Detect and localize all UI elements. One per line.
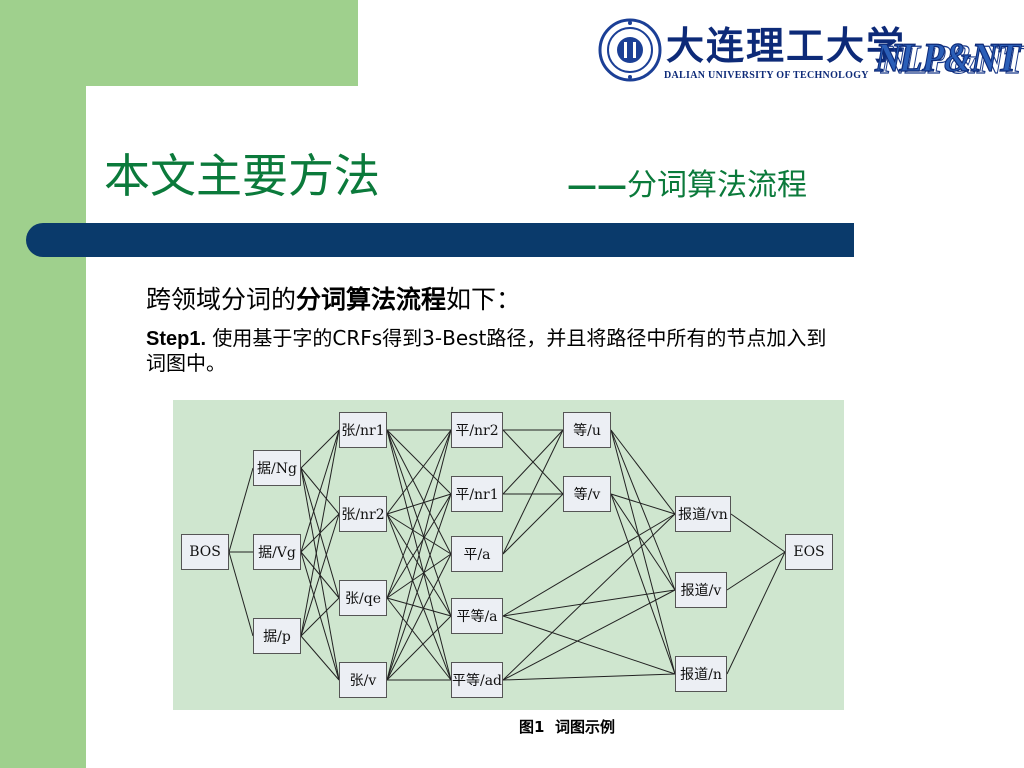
- university-name-en: DALIAN UNIVERSITY OF TECHNOLOGY: [664, 70, 869, 81]
- edge-zhang_nr1-ping_a: [386, 429, 452, 555]
- node-zhang-qe: 张/qe: [339, 580, 387, 616]
- lattice-edges: [228, 429, 786, 681]
- edge-zhang_qe-ping_a: [386, 553, 452, 599]
- edge-ju_p-zhang_nr2: [300, 513, 340, 637]
- subtitle-dash: ——: [567, 168, 627, 203]
- node-ping-nr2: 平/nr2: [451, 412, 503, 448]
- node-baodao-v: 报道/v: [675, 572, 727, 608]
- word-lattice-diagram: BOS 据/Ng 据/Vg 据/p 张/nr1 张/nr2 张/qe 张/v 平…: [173, 400, 844, 710]
- intro-prefix: 跨领域分词的: [146, 285, 297, 314]
- slide-subtitle: ——分词算法流程: [567, 160, 807, 204]
- edge-zhang_v-ping_nr1: [386, 493, 452, 681]
- node-ju-p: 据/p: [253, 618, 301, 654]
- caption-text: 词图示例: [554, 718, 615, 736]
- edge-zhang_nr2-pingdeng_ad: [386, 513, 452, 681]
- subtitle-text: 分词算法流程: [627, 168, 807, 203]
- edge-zhang_nr2-ping_nr1: [386, 493, 452, 515]
- edge-pingdeng_ad-baodao_v: [502, 589, 676, 681]
- edge-pingdeng_a-baodao_v: [502, 589, 676, 617]
- node-pingdeng-ad: 平等/ad: [451, 662, 503, 698]
- node-ping-nr1: 平/nr1: [451, 476, 503, 512]
- caption-label: 图1: [519, 718, 545, 736]
- step-description: 使用基于字的CRFs得到3-Best路径，并且将路径中所有的节点加入到词图中。: [146, 326, 827, 375]
- university-seal-icon: [598, 18, 662, 82]
- edge-zhang_v-ping_nr2: [386, 429, 452, 681]
- node-ju-ng: 据/Ng: [253, 450, 301, 486]
- edge-baodao_v-eos: [726, 551, 786, 591]
- edge-zhang_nr1-ping_nr1: [386, 429, 452, 495]
- edge-pingdeng_a-baodao_n: [502, 615, 676, 675]
- node-ping-a: 平/a: [451, 536, 503, 572]
- edge-zhang_nr2-pingdeng_a: [386, 513, 452, 617]
- edge-ju_p-zhang_qe: [300, 597, 340, 637]
- edge-ju_ng-zhang_nr1: [300, 429, 340, 469]
- title-divider-bar: [26, 223, 854, 257]
- edge-ju_vg-zhang_v: [300, 551, 340, 681]
- node-bos: BOS: [181, 534, 229, 570]
- edge-zhang_nr2-ping_nr2: [386, 429, 452, 515]
- edge-deng_u-baodao_v: [610, 429, 676, 591]
- node-deng-v: 等/v: [563, 476, 611, 512]
- slide-title: 本文主要方法: [104, 149, 380, 203]
- edge-ju_vg-zhang_nr1: [300, 429, 340, 553]
- edge-ping_nr1-deng_u: [502, 429, 564, 495]
- node-pingdeng-a: 平等/a: [451, 598, 503, 634]
- university-name-cn: 大连理工大学: [666, 23, 907, 68]
- edge-pingdeng_ad-baodao_vn: [502, 513, 676, 681]
- lab-logo-text: NLP&NT: [872, 35, 1024, 81]
- intro-bold: 分词算法流程: [296, 285, 447, 314]
- edge-zhang_nr2-ping_a: [386, 513, 452, 555]
- node-ju-vg: 据/Vg: [253, 534, 301, 570]
- edge-ping_a-deng_u: [502, 429, 564, 555]
- intro-line: 跨领域分词的分词算法流程如下：: [146, 280, 521, 316]
- edge-baodao_vn-eos: [730, 513, 786, 553]
- edge-pingdeng_ad-baodao_n: [502, 673, 676, 681]
- edge-ping_a-deng_v: [502, 493, 564, 555]
- edge-deng_v-baodao_vn: [610, 493, 676, 515]
- node-baodao-n: 报道/n: [675, 656, 727, 692]
- edge-bos-ju_ng: [228, 467, 254, 553]
- lab-logo: NLP&NT NLP&NT: [872, 35, 1024, 82]
- edge-deng_u-baodao_vn: [610, 429, 676, 515]
- edge-zhang_nr1-pingdeng_a: [386, 429, 452, 617]
- edge-deng_v-baodao_n: [610, 493, 676, 675]
- left-green-strip: [0, 0, 86, 768]
- edge-zhang_v-pingdeng_a: [386, 615, 452, 681]
- edge-zhang_qe-ping_nr2: [386, 429, 452, 599]
- edge-pingdeng_a-baodao_vn: [502, 513, 676, 617]
- edge-zhang_qe-ping_nr1: [386, 493, 452, 599]
- node-eos: EOS: [785, 534, 833, 570]
- node-zhang-nr1: 张/nr1: [339, 412, 387, 448]
- edge-deng_v-baodao_v: [610, 493, 676, 591]
- edge-ju_p-zhang_v: [300, 635, 340, 681]
- node-zhang-v: 张/v: [339, 662, 387, 698]
- edge-zhang_qe-pingdeng_ad: [386, 597, 452, 681]
- node-baodao-vn: 报道/vn: [675, 496, 731, 532]
- node-zhang-nr2: 张/nr2: [339, 496, 387, 532]
- edge-ju_p-zhang_nr1: [300, 429, 340, 637]
- edge-bos-ju_p: [228, 551, 254, 637]
- top-green-tab: [86, 0, 358, 86]
- step-label: Step1.: [146, 328, 207, 350]
- step-1-text: Step1. 使用基于字的CRFs得到3-Best路径，并且将路径中所有的节点加…: [146, 326, 846, 375]
- figure-caption: 图1 词图示例: [0, 716, 1024, 737]
- edge-baodao_n-eos: [726, 551, 786, 675]
- intro-suffix: 如下：: [446, 285, 522, 314]
- edge-deng_u-baodao_n: [610, 429, 676, 675]
- node-deng-u: 等/u: [563, 412, 611, 448]
- edge-zhang_v-ping_a: [386, 553, 452, 681]
- edge-zhang_qe-pingdeng_a: [386, 597, 452, 617]
